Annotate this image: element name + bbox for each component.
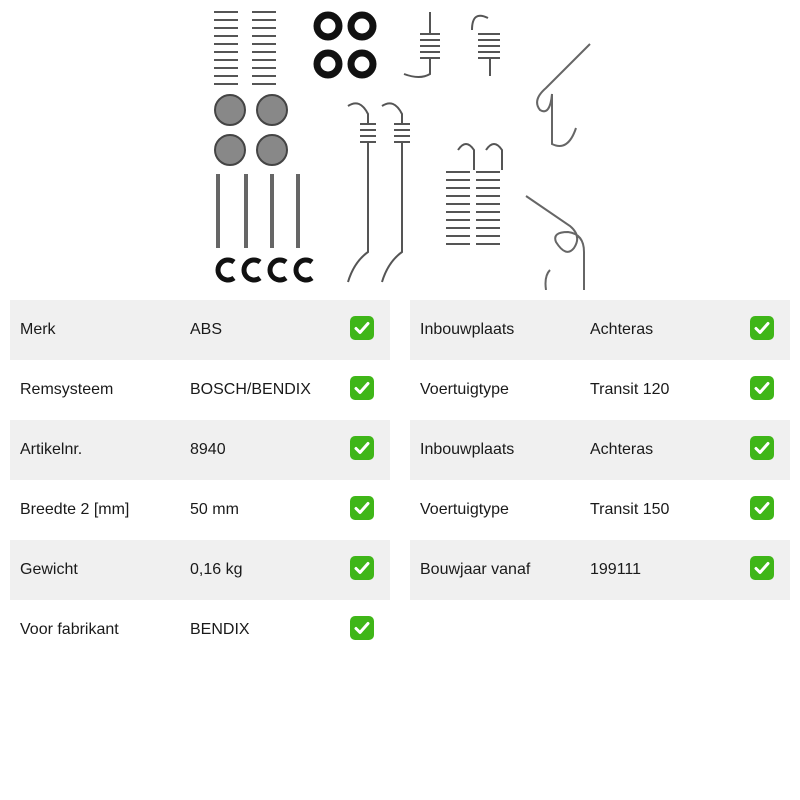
spring-cup-part [214, 94, 288, 166]
spec-value: Achteras [590, 441, 654, 458]
check-icon [350, 496, 374, 520]
spec-value: ABS [190, 321, 223, 338]
hold-down-pin-part [216, 174, 300, 248]
check-icon [350, 616, 374, 640]
spec-label: Inbouwplaats [420, 441, 515, 458]
spec-label: Inbouwplaats [420, 321, 515, 338]
product-image [214, 11, 591, 290]
spec-value: BENDIX [190, 621, 250, 638]
ring-washer-part [313, 11, 377, 79]
c-clip-part [215, 257, 314, 283]
spec-label: Artikelnr. [20, 441, 83, 458]
spec-value: Transit 150 [590, 501, 670, 518]
spec-table-left: Merk ABS Remsysteem BOSCH/BENDIX Artikel… [10, 300, 390, 660]
spec-row: Inbouwplaats Achteras [410, 420, 790, 480]
spec-row: Voertuigtype Transit 150 [410, 480, 790, 540]
spec-row: Artikelnr. 8940 [10, 420, 390, 480]
spec-label: Gewicht [20, 561, 78, 578]
spec-value: Achteras [590, 321, 654, 338]
spec-label: Voertuigtype [420, 381, 509, 398]
check-icon [750, 376, 774, 400]
spec-row: Inbouwplaats Achteras [410, 300, 790, 360]
spec-label: Bouwjaar vanaf [420, 561, 531, 578]
check-icon [350, 556, 374, 580]
spec-value: Transit 120 [590, 381, 670, 398]
spec-value: BOSCH/BENDIX [190, 381, 311, 398]
spec-value: 50 mm [190, 501, 239, 518]
spec-label: Breedte 2 [mm] [20, 501, 130, 518]
hook-spring-part [403, 12, 500, 78]
spec-row: Bouwjaar vanaf 199111 [410, 540, 790, 600]
adjuster-spring-part [446, 143, 503, 245]
check-icon [350, 436, 374, 460]
check-icon [350, 376, 374, 400]
check-icon [750, 556, 774, 580]
coil-spring-part [214, 11, 276, 85]
spec-row: Merk ABS [10, 300, 390, 360]
return-spring-part [347, 102, 410, 283]
spec-row: Voor fabrikant BENDIX [10, 600, 390, 660]
spec-row: Voertuigtype Transit 120 [410, 360, 790, 420]
spec-value: 199111 [590, 561, 642, 578]
spec-label: Voertuigtype [420, 501, 509, 518]
spec-value: 0,16 kg [190, 561, 243, 578]
check-icon [350, 316, 374, 340]
spec-row: Remsysteem BOSCH/BENDIX [10, 360, 390, 420]
spec-table-right: Inbouwplaats Achteras Voertuigtype Trans… [410, 300, 790, 600]
spec-row: Gewicht 0,16 kg [10, 540, 390, 600]
check-icon [750, 316, 774, 340]
spec-row: Breedte 2 [mm] 50 mm [10, 480, 390, 540]
wire-spring-part [525, 43, 591, 290]
check-icon [750, 496, 774, 520]
spec-label: Remsysteem [20, 381, 114, 398]
check-icon [750, 436, 774, 460]
spec-value: 8940 [190, 441, 226, 458]
spec-label: Voor fabrikant [20, 621, 119, 638]
spec-label: Merk [20, 321, 56, 338]
